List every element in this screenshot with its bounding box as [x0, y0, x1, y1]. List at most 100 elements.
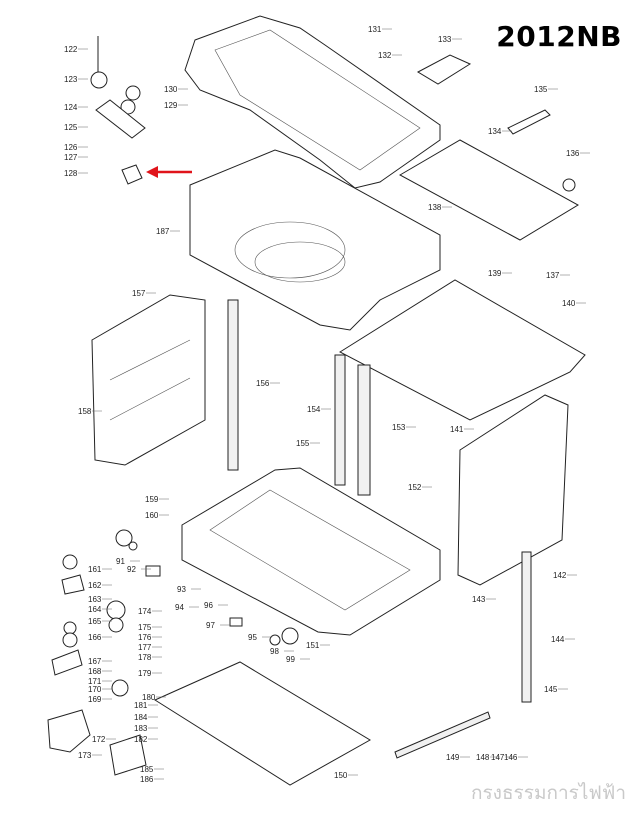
part-label-125: 125 — [64, 123, 78, 132]
part-label-165: 165 — [88, 617, 102, 626]
part-label-98: 98 — [270, 647, 279, 656]
part-label-139: 139 — [488, 269, 502, 278]
part-167-shape — [51, 649, 83, 676]
part-label-97: 97 — [206, 621, 215, 630]
base-plate-part — [338, 279, 586, 421]
part-label-152: 152 — [408, 483, 422, 492]
part-label-164: 164 — [88, 605, 102, 614]
part-label-93: 93 — [177, 585, 186, 594]
part-label-175: 175 — [138, 623, 152, 632]
part-label-167: 167 — [88, 657, 102, 666]
bottom-frame-part — [181, 467, 441, 636]
part-label-173: 173 — [78, 751, 92, 760]
part-label-186: 186 — [140, 775, 154, 784]
part-label-92: 92 — [127, 565, 136, 574]
model-number: 2012NB — [496, 20, 622, 53]
part-label-154: 154 — [307, 405, 321, 414]
bar-149-part — [394, 711, 491, 759]
part-label-177: 177 — [138, 643, 152, 652]
part-label-150: 150 — [334, 771, 348, 780]
part-label-172: 172 — [92, 735, 106, 744]
part-label-130: 130 — [164, 85, 178, 94]
column-153-part — [357, 364, 371, 496]
part-label-156: 156 — [256, 379, 270, 388]
part-label-182: 182 — [134, 735, 148, 744]
part-label-143: 143 — [472, 595, 486, 604]
part-label-99: 99 — [286, 655, 295, 664]
part-label-149: 149 — [446, 753, 460, 762]
part-label-91: 91 — [116, 557, 125, 566]
part-label-183: 183 — [134, 724, 148, 733]
part-label-176: 176 — [138, 633, 152, 642]
part-label-144: 144 — [551, 635, 565, 644]
part-label-185: 185 — [140, 765, 154, 774]
part-128-shape — [121, 164, 143, 185]
part-label-138: 138 — [428, 203, 442, 212]
part-label-148: 148 — [476, 753, 490, 762]
part-label-142: 142 — [553, 571, 567, 580]
part-label-141: 141 — [450, 425, 464, 434]
part-97-shape — [229, 617, 243, 627]
part-label-124: 124 — [64, 103, 78, 112]
part-161-shape — [62, 554, 78, 570]
knob-123-part — [90, 71, 108, 89]
part-label-145: 145 — [544, 685, 558, 694]
part-162-shape — [61, 574, 85, 595]
left-side-panel-part — [91, 294, 206, 466]
part-label-135: 135 — [534, 85, 548, 94]
part-label-161: 161 — [88, 565, 102, 574]
part-label-157: 157 — [132, 289, 146, 298]
part-label-136: 136 — [566, 149, 580, 158]
part-label-163: 163 — [88, 595, 102, 604]
part-label-181: 181 — [134, 701, 148, 710]
part-label-126: 126 — [64, 143, 78, 152]
top-cover-part — [184, 15, 441, 189]
part-label-166: 166 — [88, 633, 102, 642]
part-label-133: 133 — [438, 35, 452, 44]
handle-block-part — [416, 54, 472, 85]
part-99-shape — [281, 627, 299, 645]
lever-124-part — [95, 99, 146, 139]
part-label-162: 162 — [88, 581, 102, 590]
part-label-179: 179 — [138, 669, 152, 678]
part-185-shape — [109, 734, 147, 776]
watermark-text: กรงธรรมการไฟฟ้า — [470, 782, 626, 804]
part-label-168: 168 — [88, 667, 102, 676]
part-165-shape — [63, 621, 77, 635]
part-172-shape — [47, 709, 91, 753]
column-156-part — [227, 299, 239, 471]
rod-144-part — [521, 551, 532, 703]
part-166-shape — [62, 632, 78, 648]
strip-part — [507, 109, 551, 135]
part-label-153: 153 — [392, 423, 406, 432]
part-93-shape — [145, 565, 161, 577]
disc-130-part — [125, 85, 141, 101]
part-180-shape — [111, 679, 129, 697]
part-label-160: 160 — [145, 511, 159, 520]
part-92-shape — [128, 541, 138, 551]
part-label-123: 123 — [64, 75, 78, 84]
part-label-155: 155 — [296, 439, 310, 448]
part-label-147: 147 — [491, 753, 505, 762]
part-label-137: 137 — [546, 271, 560, 280]
part-label-158: 158 — [78, 407, 92, 416]
part-label-170: 170 — [88, 685, 102, 694]
part-label-146: 146 — [504, 753, 518, 762]
part-label-129: 129 — [164, 101, 178, 110]
part-174-shape — [106, 600, 126, 620]
side-cover-part — [457, 394, 569, 586]
part-label-169: 169 — [88, 695, 102, 704]
part-label-122: 122 — [64, 45, 78, 54]
part-label-127: 127 — [64, 153, 78, 162]
part-label-184: 184 — [134, 713, 148, 722]
part-label-132: 132 — [378, 51, 392, 60]
part-label-140: 140 — [562, 299, 576, 308]
part-98-shape — [269, 634, 281, 646]
column-154-part — [334, 354, 346, 486]
main-frame-part — [189, 149, 441, 331]
part-label-180: 180 — [142, 693, 156, 702]
part-label-151: 151 — [306, 641, 320, 650]
part-label-131: 131 — [368, 25, 382, 34]
